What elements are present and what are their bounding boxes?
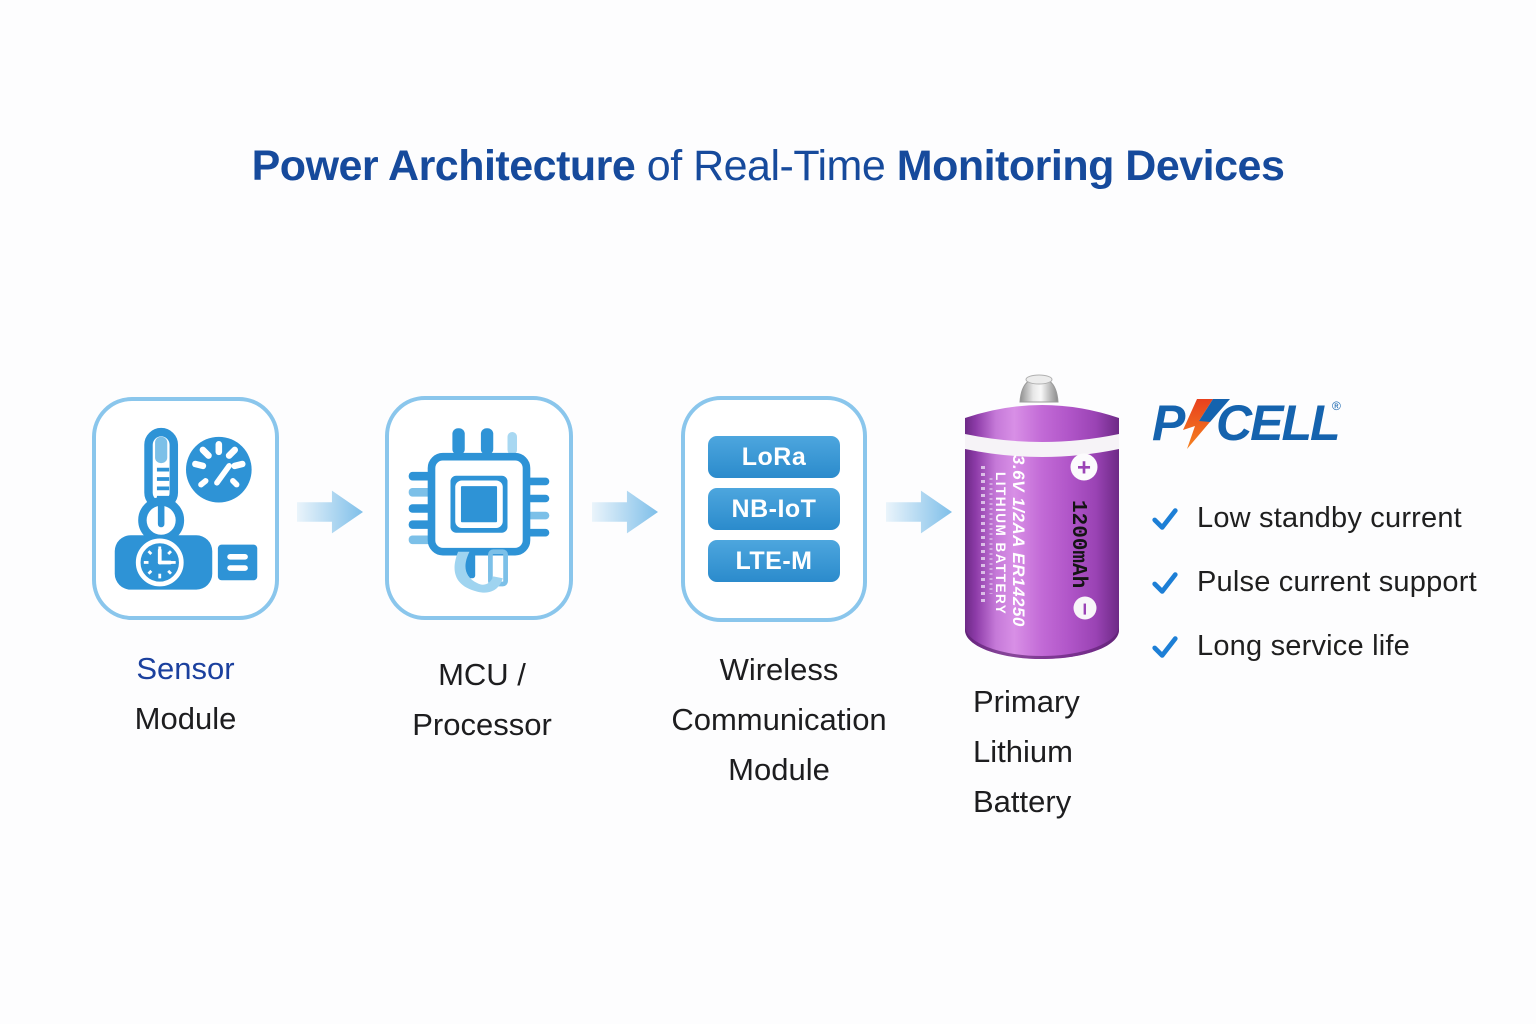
title-segment-bold-2: Monitoring Devices [896, 142, 1285, 190]
pill-ltem: LTE-M [708, 540, 840, 582]
battery-minus-mark: − [1073, 596, 1098, 620]
feature-text-1: Low standby current [1197, 502, 1462, 534]
usb-clock-icon [114, 534, 257, 590]
page-title: Power Architecture of Real-Time Monitori… [0, 142, 1536, 191]
mcu-processor-card [385, 396, 573, 620]
sensor-module-card [92, 397, 279, 620]
sensor-icons [114, 427, 257, 590]
flow-arrow-2 [592, 490, 658, 534]
feature-checklist: Low standby current Pulse current suppor… [1150, 502, 1477, 694]
check-icon [1152, 571, 1178, 594]
battery-label-line1: Primary [973, 684, 1080, 719]
registered-mark: ® [1332, 399, 1341, 413]
mcu-processor-label: MCU / Processor [357, 650, 607, 750]
pill-lora: LoRa [708, 436, 840, 478]
wireless-label-line1: Wireless [719, 652, 839, 687]
gauge-icon [185, 436, 252, 502]
check-icon [1152, 507, 1178, 530]
sensor-label-line2: Module [134, 701, 237, 736]
svg-text:+: + [1077, 455, 1091, 482]
battery-white-band [965, 434, 1119, 457]
sensor-label-line1: Sensor [136, 651, 235, 686]
wireless-module-label: Wireless Communication Module [639, 645, 919, 795]
mcu-label-line1: MCU / [438, 657, 526, 692]
battery-plus-mark: + [1070, 453, 1098, 482]
title-segment-regular: of Real-Time [635, 142, 897, 190]
brand-flame-k-icon [1183, 399, 1230, 449]
flow-arrow-1 [297, 490, 363, 534]
pill-nbiot: NB-IoT [708, 488, 840, 530]
feature-row-1: Low standby current [1150, 502, 1477, 535]
check-icon [1152, 635, 1178, 658]
feature-row-3: Long service life [1150, 630, 1477, 663]
brand-letters-cell: CELL [1216, 396, 1339, 451]
battery-capacity-text: 1200mAh [1066, 500, 1089, 588]
feature-text-3: Long service life [1197, 630, 1410, 662]
protocol-pill-stack: LoRa NB-IoT LTE-M [708, 436, 840, 582]
mcu-chip-icon [408, 428, 550, 593]
svg-text:−: − [1073, 603, 1098, 616]
title-segment-bold-1: Power Architecture [251, 142, 636, 190]
wireless-label-line2: Communication [671, 702, 887, 737]
battery-label: Primary Lithium Battery [973, 677, 1193, 827]
mcu-label-line2: Processor [412, 707, 552, 742]
battery-label-line3: Battery [973, 784, 1072, 819]
wireless-module-card: LoRa NB-IoT LTE-M [681, 396, 867, 622]
pkcell-logo: P CELL ® [1152, 396, 1341, 451]
flow-arrow-3 [886, 490, 952, 534]
sensor-module-label: Sensor Module [62, 644, 309, 744]
battery-type-text: LITHIUM BATTERY [993, 472, 1008, 615]
battery-model-text: 3.6V 1/2AA ER14250 [1009, 455, 1028, 627]
feature-row-2: Pulse current support [1150, 566, 1477, 599]
battery-label-line2: Lithium [973, 734, 1073, 769]
feature-text-2: Pulse current support [1197, 566, 1477, 598]
thermometer-icon [137, 427, 184, 543]
lithium-battery-image: 3.6V 1/2AA ER14250 LITHIUM BATTERY 1200m… [965, 374, 1119, 659]
brand-letter-p: P [1152, 396, 1186, 451]
battery-positive-terminal [1019, 374, 1059, 403]
wireless-label-line3: Module [728, 752, 830, 787]
